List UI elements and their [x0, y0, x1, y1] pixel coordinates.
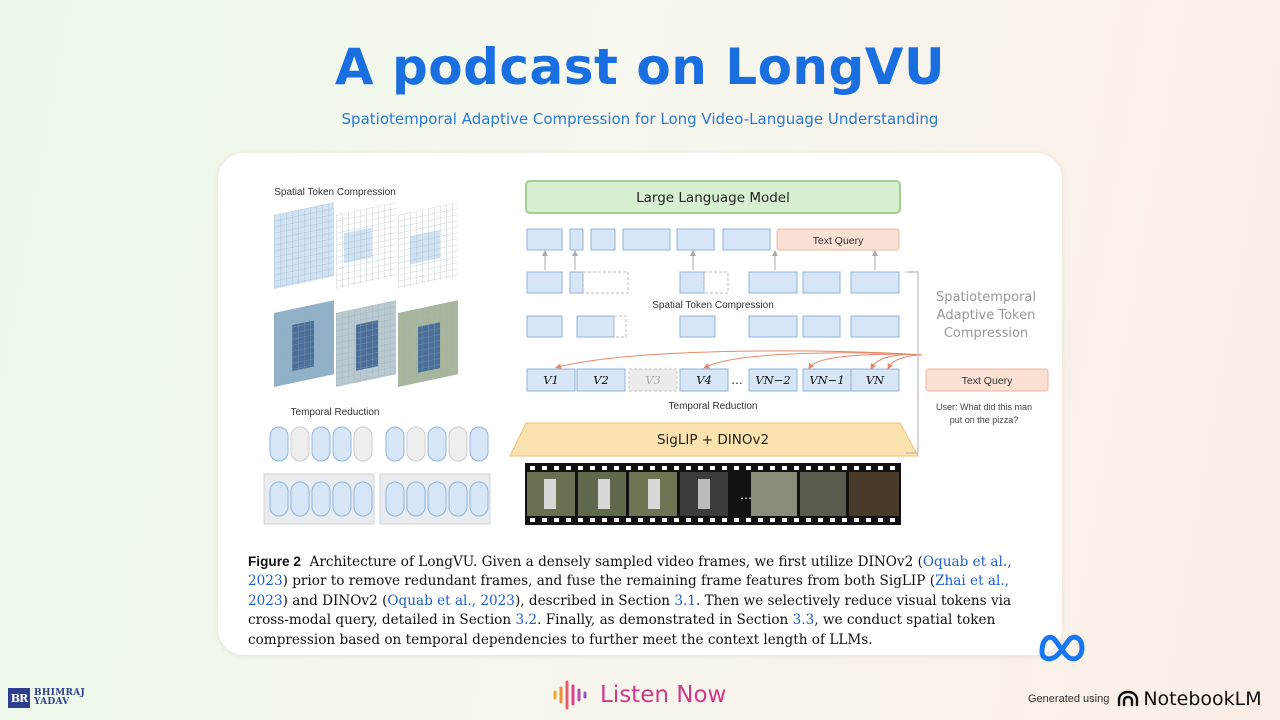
- audio-wave-icon: [553, 680, 587, 710]
- film-strip: …: [525, 463, 901, 525]
- author-name-line-2: YADAV: [34, 697, 70, 707]
- frame-token-box: [748, 368, 798, 392]
- caption-text-2: ) prior to remove redundant frames, and …: [282, 573, 936, 590]
- frame-tokens: V1 V2 V3 V4 … VN−2 VN−1 VN: [526, 368, 900, 392]
- llm-label: Large Language Model: [636, 190, 790, 206]
- figure-card: Spatial Token Compression: [218, 153, 1062, 655]
- text-query-side-box: [925, 368, 1049, 392]
- spatial-compress-row-2: [526, 315, 900, 338]
- user-query-line-2: put on the pizza?: [950, 415, 1019, 425]
- frame-token-label: VN: [866, 373, 885, 387]
- bracket-line-1: Spatiotemporal: [936, 290, 1036, 305]
- frame-token-label: V1: [543, 373, 559, 387]
- temporal-pills: [263, 426, 491, 525]
- text-query-side: Text Query: [962, 375, 1014, 387]
- caption-text-3: ) and DINOv2 (: [282, 592, 388, 609]
- figure-caption: Figure 2 Architecture of LongVU. Given a…: [248, 552, 1048, 650]
- listen-now-button[interactable]: Listen Now: [552, 678, 726, 712]
- encoder-box: [509, 422, 919, 457]
- frame-token-label: …: [731, 373, 743, 387]
- page-subtitle: Spatiotemporal Adaptive Compression for …: [341, 110, 939, 128]
- caption-text-5: . Then we selectively reduce visual toke…: [248, 592, 1012, 629]
- section-link[interactable]: 3.1: [674, 592, 696, 609]
- bracket-line-3: Compression: [944, 326, 1028, 341]
- film-ellipsis: …: [740, 488, 752, 502]
- meta-logo-icon: [1039, 634, 1085, 662]
- frame-token-label: V2: [593, 373, 609, 387]
- bracket: [906, 271, 919, 454]
- page-title: A podcast on LongVU: [334, 38, 946, 96]
- left-spatial-label: Spatial Token Compression: [274, 187, 396, 198]
- mid-spatial-label: Spatial Token Compression: [652, 300, 774, 311]
- author-name: BHIMRAJ YADAV: [34, 687, 86, 708]
- section-link[interactable]: 3.2: [515, 612, 538, 629]
- citation-link[interactable]: Zhai et al., 2023: [248, 573, 1009, 609]
- frame-token-label: VN−1: [809, 373, 844, 387]
- notebooklm-icon: [1118, 690, 1139, 706]
- llm-input-tokens: [526, 228, 771, 251]
- frame-token-box: [576, 368, 626, 392]
- mid-temporal-label: Temporal Reduction: [669, 401, 758, 412]
- author-name-line-1: BHIMRAJ: [34, 687, 86, 698]
- author-logo: BR BHIMRAJ YADAV: [8, 688, 85, 708]
- caption-text-6: . Finally, as demonstrated in Section: [537, 612, 793, 629]
- caption-text-7: , we conduct spatial token compression b…: [248, 612, 996, 648]
- user-query-line-1: User: What did this man: [936, 402, 1032, 412]
- llm-box: [525, 180, 901, 214]
- caption-text-4: ), described in Section: [514, 592, 675, 609]
- spatial-grids: [274, 202, 458, 289]
- figure-label: Figure 2: [248, 554, 301, 569]
- text-query-top: Text Query: [813, 235, 865, 247]
- frame-token-box: [526, 368, 576, 392]
- bracket-line-2: Adaptive Token: [937, 308, 1036, 323]
- upward-arrows: [542, 250, 878, 270]
- frame-token-box: [628, 368, 678, 392]
- section-link[interactable]: 3.3: [792, 612, 815, 629]
- generated-by: Generated using NotebookLM: [1028, 688, 1262, 710]
- frame-token-label: V4: [696, 373, 712, 387]
- left-temporal-label: Temporal Reduction: [291, 407, 380, 418]
- encoder-label: SigLIP + DINOv2: [657, 432, 769, 448]
- spatial-compress-row-1: [526, 271, 900, 294]
- generated-label: Generated using: [1028, 693, 1110, 705]
- notebooklm-label: NotebookLM: [1143, 688, 1262, 710]
- caption-text-1: Architecture of LongVU. Given a densely …: [309, 554, 923, 570]
- text-query-top-box: [776, 228, 900, 251]
- frame-token-label: VN−2: [755, 373, 790, 387]
- frame-token-box: [679, 368, 729, 392]
- listen-now-label: Listen Now: [600, 682, 727, 708]
- frame-token-label: V3: [645, 373, 661, 387]
- citation-link[interactable]: Oquab et al., 2023: [387, 592, 515, 609]
- author-initials: BR: [8, 688, 30, 708]
- query-arrows: [555, 350, 923, 370]
- citation-link[interactable]: Oquab et al., 2023: [248, 554, 1012, 590]
- video-frame-grids: [274, 300, 458, 387]
- architecture-diagram: Spatial Token Compression: [263, 180, 1049, 525]
